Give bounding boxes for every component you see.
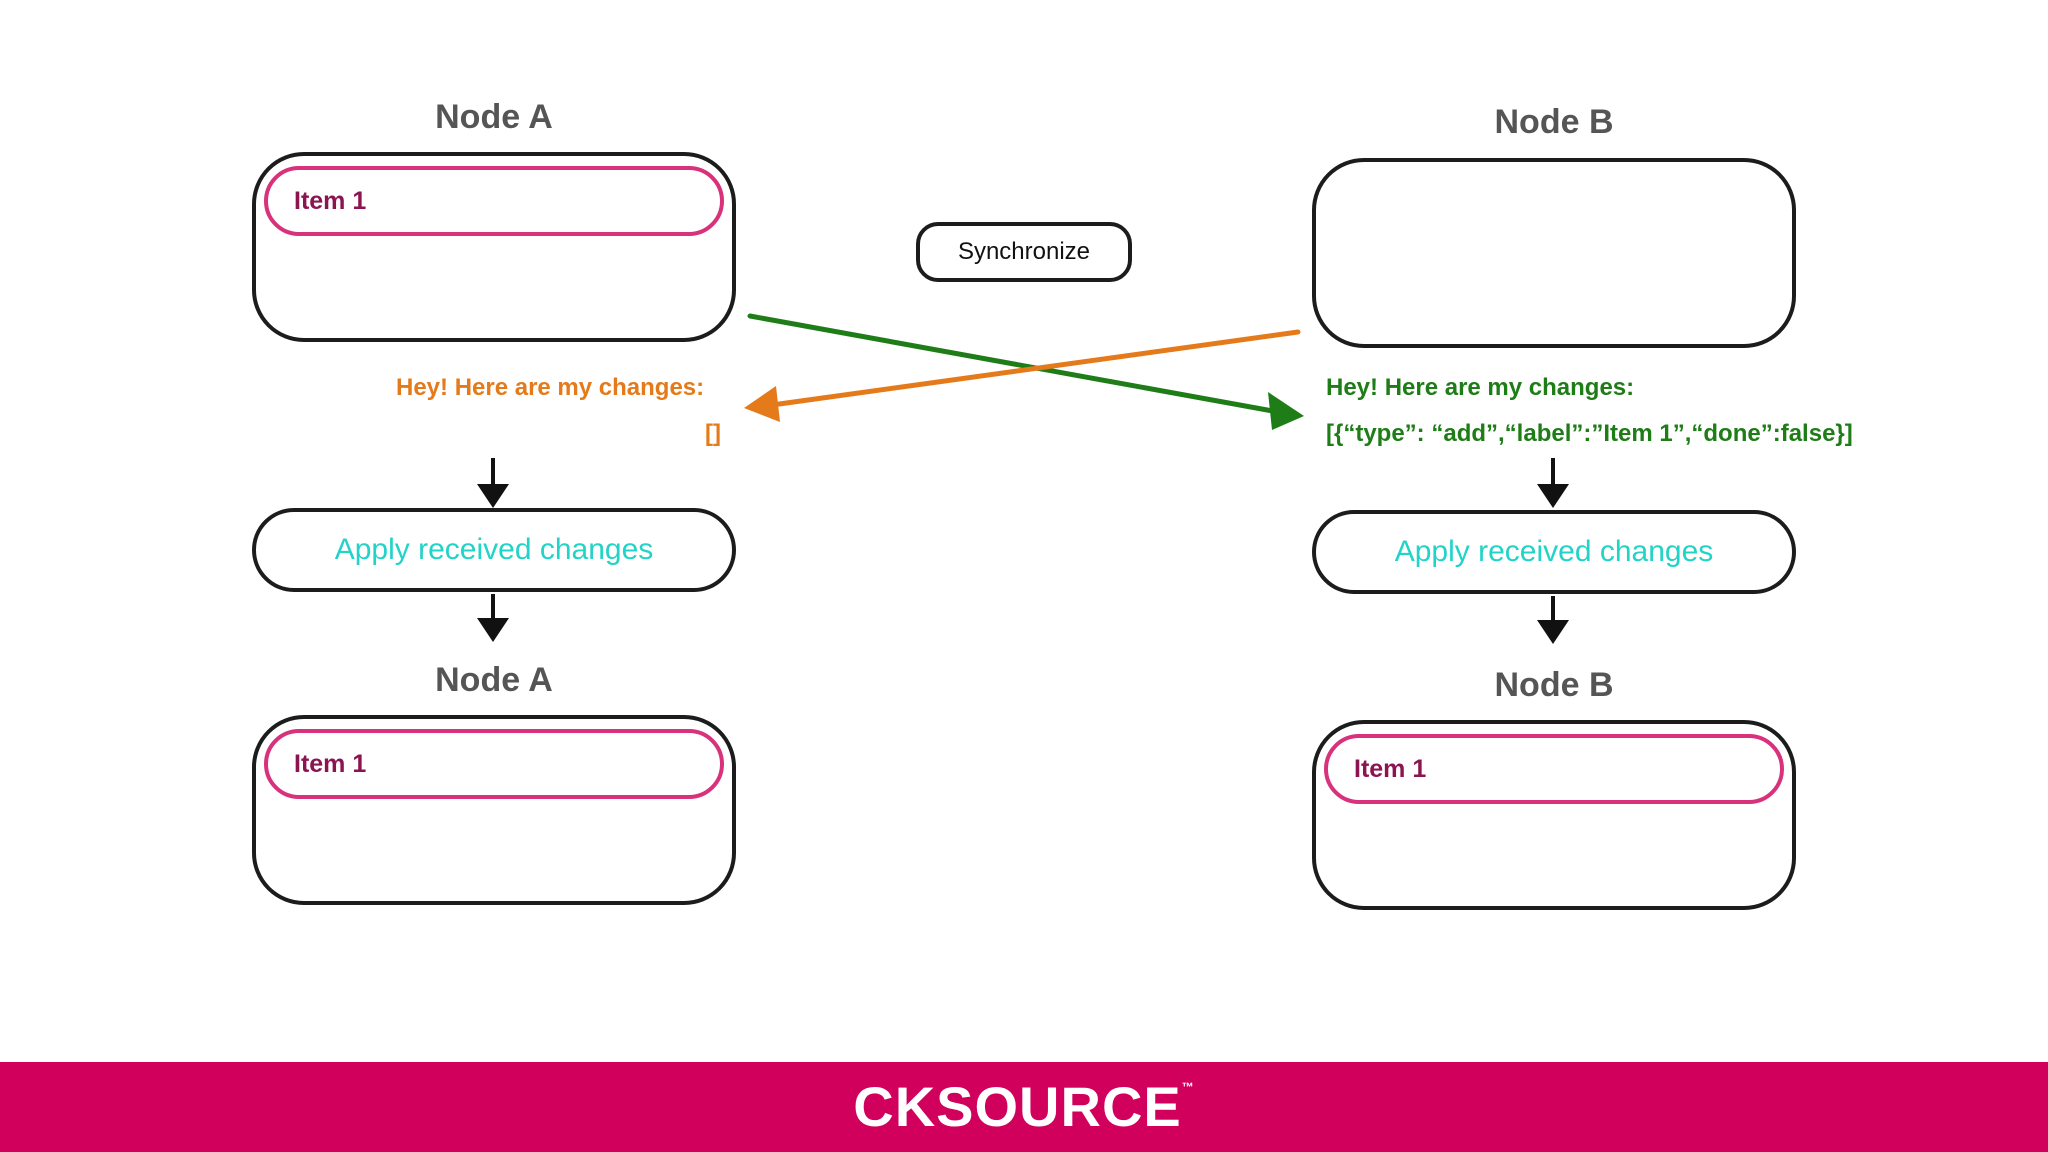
list-item[interactable]: Item 1: [264, 729, 724, 799]
trademark-symbol: ™: [1181, 1080, 1195, 1094]
list-item[interactable]: Item 1: [1324, 734, 1784, 804]
node-a-title-top: Node A: [435, 98, 553, 136]
down-arrow-icon: [477, 458, 509, 508]
cksource-logo: CKSOURCE™: [0, 1074, 2048, 1139]
apply-changes-box-a: Apply received changes: [252, 508, 736, 592]
node-b-message-heading: Hey! Here are my changes:: [396, 374, 705, 401]
list-item[interactable]: Item 1: [264, 166, 724, 236]
node-a-message-payload: [{“type”: “add”,“label”:”Item 1”,“done”:…: [1326, 420, 1853, 447]
footer-bar: CKSOURCE™: [0, 1062, 2048, 1152]
down-arrow-icon: [477, 594, 509, 642]
down-arrow-icon: [1537, 596, 1569, 644]
orange-sync-arrow: [744, 329, 1301, 422]
down-arrow-icon: [1537, 458, 1569, 508]
node-b-message-payload: []: [705, 420, 721, 447]
node-a-box-top: Item 1: [252, 152, 736, 342]
apply-changes-box-b: Apply received changes: [1312, 510, 1796, 594]
node-b-title-bottom: Node B: [1494, 666, 1614, 704]
node-b-box-top: [1312, 158, 1796, 348]
node-b-box-bottom: Item 1: [1312, 720, 1796, 910]
node-a-title-bottom: Node A: [435, 661, 553, 699]
synchronize-button[interactable]: Synchronize: [916, 222, 1132, 282]
node-a-message-heading: Hey! Here are my changes:: [1326, 374, 1635, 401]
arrows-layer: [477, 313, 1569, 644]
node-b-title-top: Node B: [1494, 103, 1614, 141]
node-a-box-bottom: Item 1: [252, 715, 736, 905]
green-sync-arrow: [747, 313, 1304, 430]
logo-text: CKSOURCE: [853, 1075, 1182, 1138]
